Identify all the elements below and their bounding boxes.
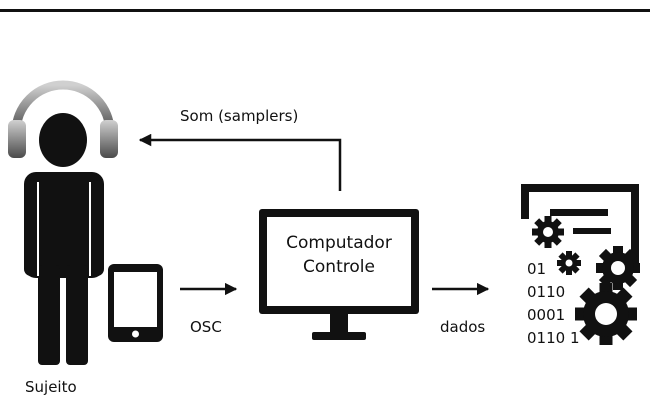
computer-monitor-icon [259,209,419,340]
binary-line: 0110 [527,283,565,301]
gear-small-icon [532,216,564,248]
gear-medium-icon [596,246,640,290]
binary-line: 0001 [527,306,565,324]
label-som: Som (samplers) [180,107,298,125]
gear-large-icon [575,283,637,345]
som-arrow [138,133,342,191]
tablet-icon [108,264,163,342]
label-osc: OSC [190,318,222,336]
label-dados: dados [440,318,485,336]
label-sujeito: Sujeito [25,378,77,396]
data-gears-icon: 01 0110 0001 0110 1 [521,184,640,347]
top-rule [0,9,650,12]
label-controle: Controle [303,257,375,277]
gear-tiny-icon [557,251,581,275]
label-computador: Computador [286,233,392,253]
person-with-headphones-icon [8,80,118,365]
binary-line: 0110 1 [527,329,580,347]
binary-line: 01 [527,260,546,278]
